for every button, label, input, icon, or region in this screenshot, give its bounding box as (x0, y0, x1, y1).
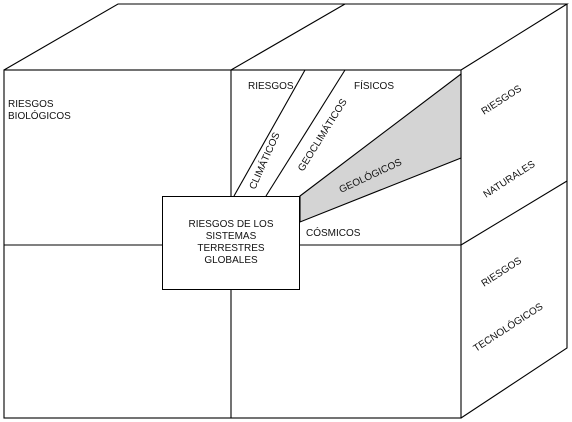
top-face-divider (230, 3, 346, 71)
label-riesgos-tecnologicos-2: TECNOLÓGICOS (471, 300, 546, 355)
label-climaticos: CLIMÁTICOS (246, 130, 283, 191)
top-face-edges (3, 3, 569, 71)
label-riesgos-top: RIESGOS (248, 81, 294, 92)
center-box-line-1: RIESGOS DE LOS (188, 219, 274, 230)
label-fisicos: FÍSICOS (354, 79, 394, 92)
front-face (3, 69, 462, 419)
center-box-line-2: SISTEMAS (205, 231, 257, 242)
right-face-edges (460, 4, 568, 419)
label-cosmicos: CÓSMICOS (306, 226, 361, 239)
label-riesgos-tecnologicos-1: RIESGOS (480, 255, 524, 289)
label-riesgos-naturales-2: NATURALES (482, 159, 538, 201)
label-riesgos-biologicos-1: RIESGOS (8, 99, 54, 110)
fan-line-climaticos (233, 69, 306, 197)
center-box-line-3: TERRESTRES (197, 243, 265, 254)
label-riesgos-biologicos-2: BIOLÓGICOS (8, 109, 71, 122)
fan-line-geoclimaticos (265, 69, 346, 197)
label-geoclimaticos: GEOCLIMÁTICOS (295, 96, 350, 174)
right-face-divider (460, 180, 568, 246)
label-riesgos-naturales-1: RIESGOS (480, 83, 524, 117)
geologicos-wedge (299, 72, 462, 223)
center-box-sistemas-terrestres: RIESGOS DE LOS SISTEMAS TERRESTRES GLOBA… (162, 196, 300, 290)
center-box-line-4: GLOBALES (204, 255, 258, 266)
